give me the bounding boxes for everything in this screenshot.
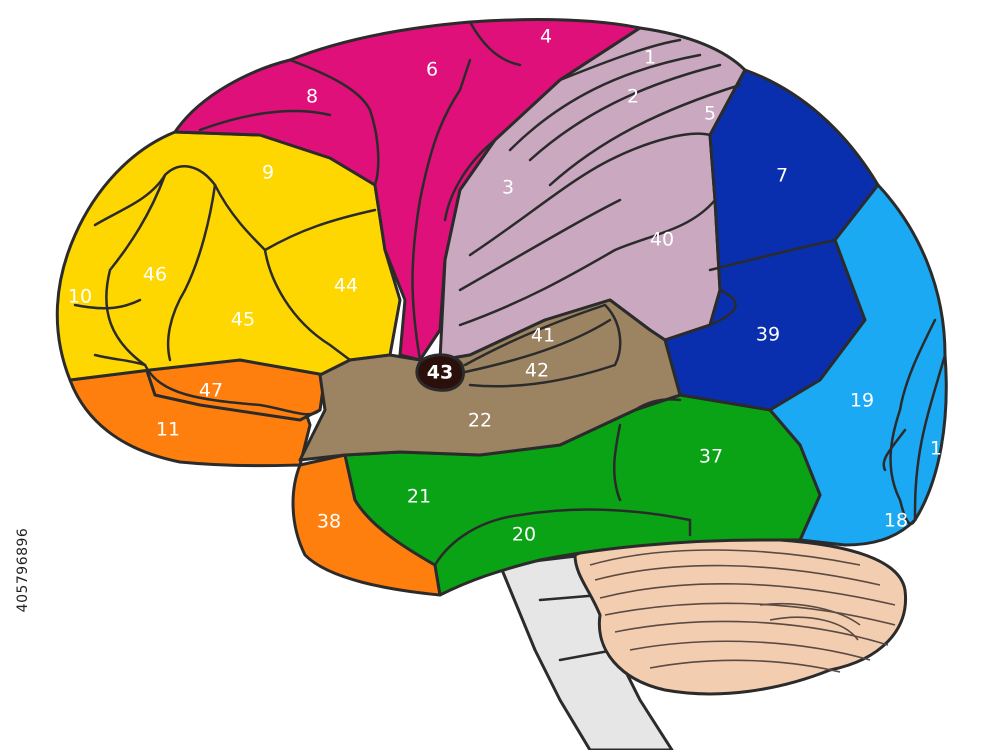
temporal-green [343,393,822,597]
label-4: 4 [540,26,552,48]
parietal-blue [663,68,880,412]
label-6: 6 [426,59,438,81]
area-labels: 1 2 3 4 5 6 7 8 9 10 11 17 18 19 20 21 2… [68,26,954,546]
label-9: 9 [262,162,274,184]
label-46: 46 [143,264,167,286]
label-10: 10 [68,286,92,308]
label-11: 11 [156,419,180,441]
label-43: 43 [427,362,453,384]
label-47: 47 [199,380,223,402]
label-18: 18 [884,510,908,532]
label-17: 17 [930,438,954,460]
label-21: 21 [407,486,431,508]
occipital-lightblue [768,183,948,547]
label-42: 42 [525,360,549,382]
label-5: 5 [704,103,716,125]
label-19: 19 [850,390,874,412]
label-37: 37 [699,446,723,468]
cerebellum [573,533,908,696]
cerebellum-folia [589,549,896,673]
region-boundaries [73,20,947,567]
label-2: 2 [627,86,639,108]
label-40: 40 [650,229,674,251]
label-3: 3 [502,177,514,199]
label-41: 41 [531,325,555,347]
label-20: 20 [512,524,536,546]
label-45: 45 [231,309,255,331]
area-43 [415,353,465,392]
label-44: 44 [334,275,358,297]
stock-id-text: 405796896 [8,505,38,635]
label-22: 22 [468,410,492,432]
label-8: 8 [306,86,318,108]
label-39: 39 [756,324,780,346]
label-1: 1 [644,47,656,69]
label-38: 38 [317,511,341,533]
stock-id-label: 405796896 [15,527,31,613]
label-7: 7 [776,165,788,187]
